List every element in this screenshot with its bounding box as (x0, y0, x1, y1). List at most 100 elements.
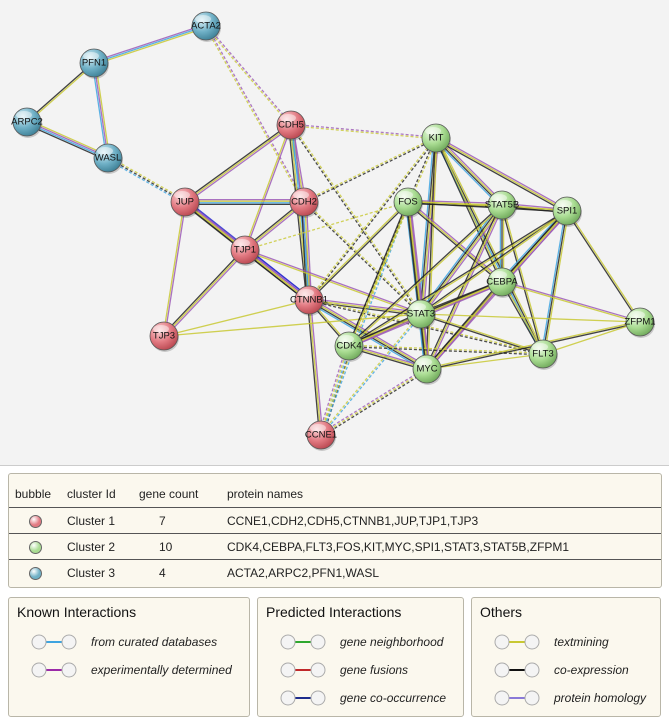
edge-acta2-pfn1[interactable] (93, 23, 207, 66)
edge-acta2-cdh5[interactable] (204, 25, 293, 126)
node-cebpa[interactable]: CEBPA (486, 267, 518, 298)
edge-ccne1-stat3[interactable] (319, 313, 423, 436)
node-tjp1[interactable]: TJP1 (230, 235, 260, 266)
edge-line (421, 211, 568, 316)
edge-tjp1-tjp3[interactable] (162, 248, 247, 338)
node-bubble (406, 299, 436, 329)
gene-count: 4 (133, 559, 221, 586)
node-fos[interactable]: FOS (393, 187, 423, 218)
edge-stat5b-flt3[interactable] (500, 204, 545, 355)
edge-tjp1-stat3[interactable] (244, 248, 422, 316)
edge-cdh2-ctnnb1[interactable] (300, 201, 313, 301)
legend-label: protein homology (554, 691, 647, 705)
gene-count: 7 (133, 507, 221, 534)
edge-kit-spi1[interactable] (434, 136, 569, 213)
edge-ctnnb1-tjp3[interactable] (163, 299, 310, 337)
edge-tjp1-fos[interactable] (244, 201, 409, 251)
edge-line (309, 298, 428, 369)
curated-databases-edge-icon (31, 634, 77, 650)
node-stat3[interactable]: STAT3 (406, 299, 436, 330)
node-cdh5[interactable]: CDH5 (276, 110, 306, 141)
node-tjp3[interactable]: TJP3 (149, 321, 179, 352)
header-protein-names: protein names (227, 487, 304, 501)
node-highlight (83, 52, 99, 60)
node-highlight (310, 424, 326, 432)
legend-node-right (524, 662, 540, 678)
legend-node-right (524, 634, 540, 650)
legend-node-right (310, 634, 326, 650)
edge-cebpa-zfpm1[interactable] (501, 280, 641, 324)
node-bubble (230, 235, 260, 265)
edge-arpc2-wasl[interactable] (25, 119, 110, 161)
node-spi1[interactable]: SPI1 (552, 196, 582, 227)
edge-line (409, 201, 425, 314)
edge-stat3-zfpm1[interactable] (420, 313, 641, 323)
edge-line (436, 137, 546, 354)
edge-line (27, 120, 109, 158)
node-bubble (306, 420, 336, 450)
edge-line (321, 346, 351, 436)
edge-cdh5-jup[interactable] (183, 123, 293, 204)
edge-line (502, 280, 641, 322)
edge-stat5b-cdk4[interactable] (348, 203, 503, 348)
node-zfpm1[interactable]: ZFPM1 (624, 307, 656, 338)
edge-line (302, 202, 309, 301)
node-ccne1[interactable]: CCNE1 (305, 420, 337, 451)
edge-line (27, 119, 110, 157)
node-ctnnb1[interactable]: CTNNB1 (290, 285, 328, 316)
node-cdk4[interactable]: CDK4 (334, 331, 364, 362)
legend-label: co-expression (554, 663, 629, 677)
edge-spi1-zfpm1[interactable] (565, 210, 642, 323)
edge-cebpa-myc[interactable] (425, 280, 504, 371)
node-cdh2[interactable]: CDH2 (289, 187, 319, 218)
node-highlight (293, 191, 309, 199)
edge-fos-cdk4[interactable] (347, 201, 410, 347)
edge-jup-tjp3[interactable] (162, 201, 187, 337)
edge-acta2-cdh2[interactable] (204, 25, 306, 203)
edge-ccne1-myc[interactable] (319, 367, 429, 437)
node-kit[interactable]: KIT (421, 123, 451, 154)
node-label: STAT5B (485, 200, 520, 211)
node-pfn1[interactable]: PFN1 (79, 48, 109, 79)
node-myc[interactable]: MYC (412, 354, 442, 385)
legend-known-interactions: Known Interactions from curated database… (8, 597, 250, 717)
edge-myc-flt3[interactable] (426, 353, 544, 370)
edge-jup-cdh2[interactable] (185, 198, 304, 206)
edge-ctnnb1-ccne1[interactable] (306, 299, 324, 436)
edge-spi1-flt3[interactable] (540, 210, 570, 355)
edge-line (94, 26, 207, 66)
edge-cdh5-kit[interactable] (290, 123, 437, 140)
node-wasl[interactable]: WASL (93, 143, 123, 174)
node-arpc2[interactable]: ARPC2 (11, 107, 43, 138)
edge-stat5b-stat3[interactable] (418, 203, 505, 316)
node-label: CDK4 (336, 341, 361, 352)
edge-kit-myc[interactable] (425, 137, 438, 370)
node-flt3[interactable]: FLT3 (528, 339, 558, 370)
node-bubble (421, 123, 451, 153)
edge-stat5b-myc[interactable] (424, 204, 505, 370)
node-acta2[interactable]: ACTA2 (191, 11, 221, 42)
edge-kit-stat5b[interactable] (433, 135, 505, 208)
edge-cdh5-tjp1[interactable] (243, 124, 293, 251)
edge-line (308, 300, 543, 356)
node-stat5b[interactable]: STAT5B (485, 190, 520, 221)
edge-cdh5-stat3[interactable] (289, 124, 423, 315)
edge-line (309, 138, 438, 301)
cluster-id: Cluster 3 (61, 559, 133, 586)
edge-line (419, 137, 436, 314)
edge-line (420, 313, 641, 323)
edge-line (424, 204, 502, 369)
edge-cdh2-kit[interactable] (303, 136, 437, 204)
edge-pfn1-arpc2[interactable] (26, 61, 95, 124)
edge-line (204, 26, 304, 203)
edge-ctnnb1-kit[interactable] (307, 137, 438, 301)
edge-cdh2-stat3[interactable] (302, 200, 423, 316)
edge-pfn1-wasl[interactable] (91, 62, 111, 159)
edge-flt3-zfpm1[interactable] (542, 321, 641, 355)
edge-ctnnb1-fos[interactable] (307, 200, 410, 302)
edge-spi1-cdk4[interactable] (348, 209, 568, 348)
node-jup[interactable]: JUP (170, 187, 200, 218)
edge-ccne1-cdk4[interactable] (318, 345, 352, 436)
